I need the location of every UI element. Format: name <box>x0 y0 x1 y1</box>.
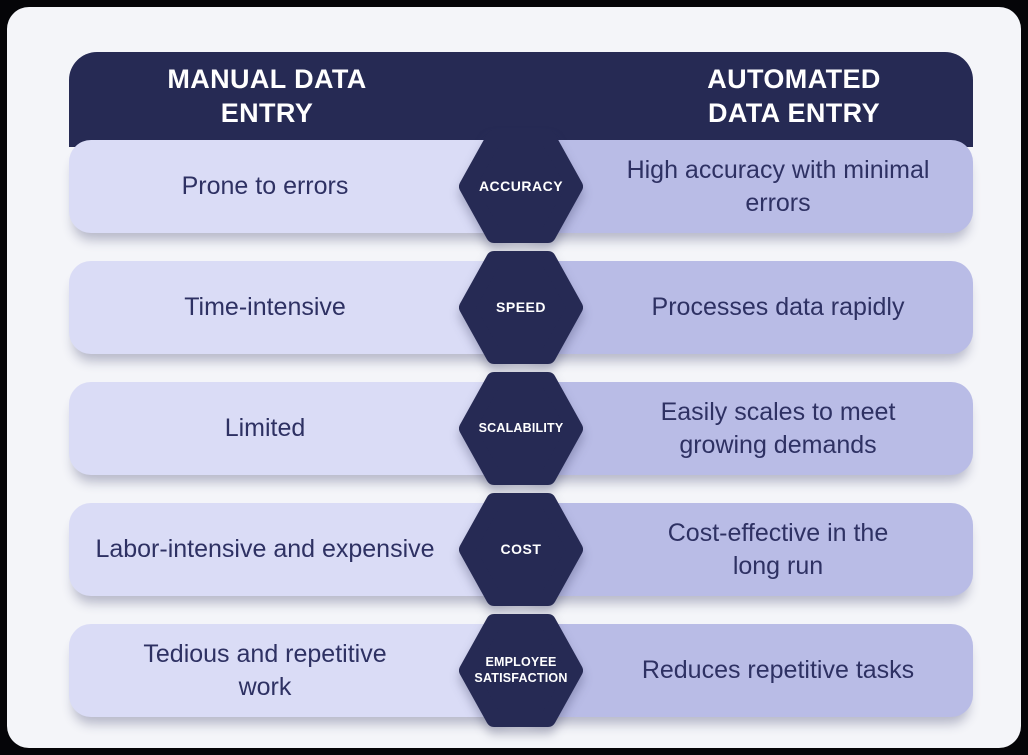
comparison-table: MANUAL DATA ENTRY AUTOMATED DATA ENTRY P… <box>69 52 973 727</box>
hexagon-icon <box>459 614 583 727</box>
hexagon-icon <box>459 493 583 606</box>
manual-text: Labor-intensive and expensive <box>95 535 435 564</box>
automated-text: High accuracy with minimal errors <box>626 156 930 217</box>
manual-text: Limited <box>224 414 306 443</box>
comparison-row: Prone to errors High accuracy with minim… <box>69 130 973 243</box>
manual-cell: Limited <box>69 382 519 475</box>
automated-cell: Reduces repetitive tasks <box>519 624 973 717</box>
automated-column-header: AUTOMATED DATA ENTRY <box>707 64 881 128</box>
automated-text: Cost-effective in the long run <box>667 519 889 580</box>
category-hexagon-badge: EMPLOYEE SATISFACTION <box>459 614 583 727</box>
comparison-row: Time-intensive Processes data rapidly SP… <box>69 251 973 364</box>
manual-cell: Tedious and repetitive work <box>69 624 519 717</box>
manual-text: Tedious and repetitive work <box>143 640 387 701</box>
hexagon-icon <box>459 372 583 485</box>
category-label: COST <box>500 540 542 557</box>
automated-cell: High accuracy with minimal errors <box>519 140 973 233</box>
category-label: EMPLOYEE SATISFACTION <box>474 654 568 685</box>
category-label: SPEED <box>496 298 546 315</box>
automated-text: Easily scales to meet growing demands <box>660 398 896 459</box>
hexagon-icon <box>459 130 583 243</box>
automated-cell: Processes data rapidly <box>519 261 973 354</box>
category-label: ACCURACY <box>478 177 564 194</box>
category-label: SCALABILITY <box>478 420 564 435</box>
category-hexagon-badge: SCALABILITY <box>459 372 583 485</box>
automated-cell: Cost-effective in the long run <box>519 503 973 596</box>
automated-text: Processes data rapidly <box>651 293 905 322</box>
manual-text: Prone to errors <box>181 172 349 201</box>
category-hexagon-badge: COST <box>459 493 583 606</box>
manual-cell: Time-intensive <box>69 261 519 354</box>
automated-cell: Easily scales to meet growing demands <box>519 382 973 475</box>
infographic-background: MANUAL DATA ENTRY AUTOMATED DATA ENTRY P… <box>7 7 1021 748</box>
comparison-row: Tedious and repetitive work Reduces repe… <box>69 614 973 727</box>
comparison-row: Labor-intensive and expensive Cost-effec… <box>69 493 973 606</box>
comparison-header: MANUAL DATA ENTRY AUTOMATED DATA ENTRY <box>69 52 973 147</box>
manual-cell: Prone to errors <box>69 140 519 233</box>
automated-text: Reduces repetitive tasks <box>641 656 915 685</box>
category-hexagon-badge: ACCURACY <box>459 130 583 243</box>
manual-column-header: MANUAL DATA ENTRY <box>167 64 367 128</box>
manual-text: Time-intensive <box>184 293 346 322</box>
hexagon-icon <box>459 251 583 364</box>
category-hexagon-badge: SPEED <box>459 251 583 364</box>
comparison-row: Limited Easily scales to meet growing de… <box>69 372 973 485</box>
manual-cell: Labor-intensive and expensive <box>69 503 519 596</box>
